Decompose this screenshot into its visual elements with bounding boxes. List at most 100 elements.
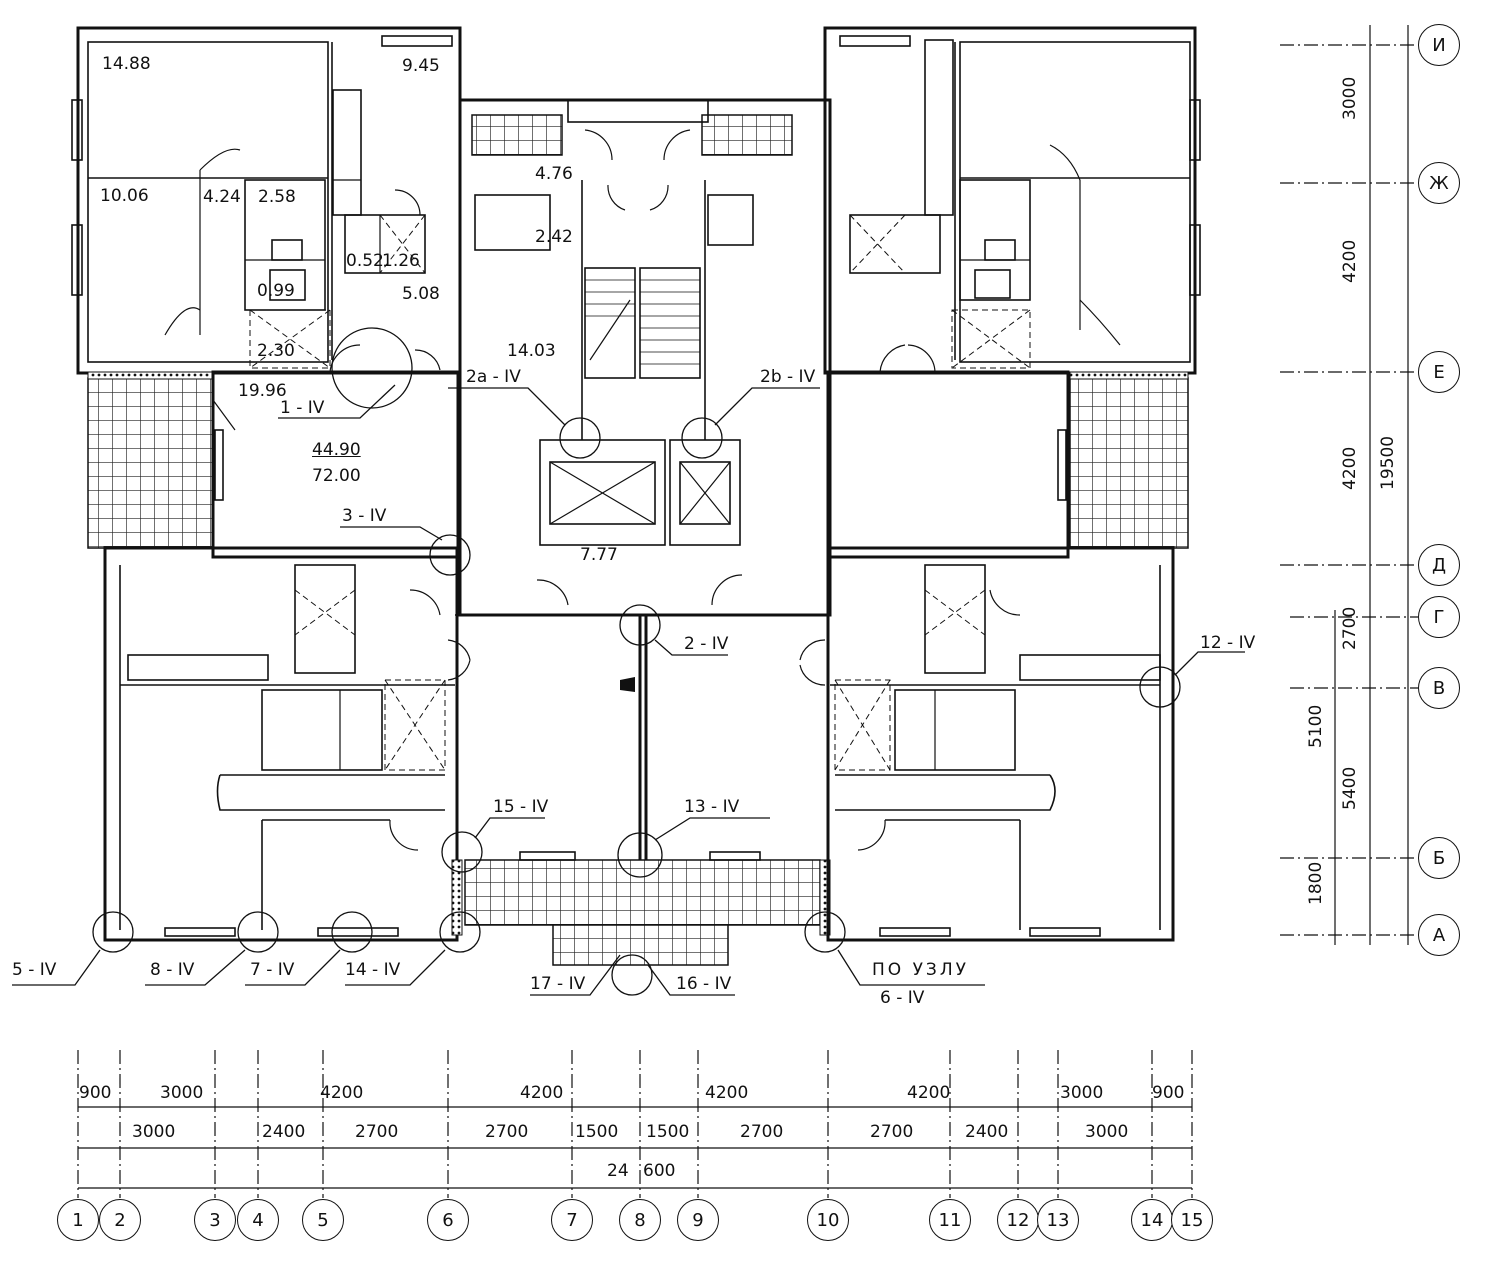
node-14-iv: 14 - IV [345,960,401,980]
right-loggia-rail [1069,371,1189,380]
room-area-4-76: 4.76 [535,164,573,184]
node-6-iv: 6 - IV [880,988,925,1008]
col-dim-mid-2700-c: 2700 [740,1122,784,1142]
column-axis-15: 15 [1171,1199,1213,1241]
node-16-iv: 16 - IV [676,974,732,994]
col-dim-mid-2400-right: 2400 [965,1122,1009,1142]
callout-leaders [12,384,1245,996]
col-dim-mid-1500-left: 1500 [575,1122,619,1142]
node-12-iv: 12 - IV [1200,633,1256,653]
row-axis-1: И [1418,24,1460,66]
column-axis-12: 12 [997,1199,1039,1241]
room-area-1-26: 1.26 [382,251,420,271]
col-dim-mid-2400-left: 2400 [262,1122,306,1142]
room-area-2-30: 2.30 [257,341,295,361]
column-axis-5: 5 [302,1199,344,1241]
room-area-0-99: 0.99 [257,281,295,301]
row-axis-4: Д [1418,544,1460,586]
row-dimension-chain [1280,25,1418,945]
row-axis-7: Б [1418,837,1460,879]
row-axis-8: А [1418,914,1460,956]
column-axis-1: 1 [57,1199,99,1241]
row-dim-3000: 3000 [1340,76,1360,120]
row-dim-4200-upper: 4200 [1340,239,1360,283]
col-dim-top-4200-c: 4200 [705,1083,749,1103]
right-upper-apartment [823,26,1201,375]
column-axis-9: 9 [677,1199,719,1241]
column-axis-11: 11 [929,1199,971,1241]
column-axis-14: 14 [1131,1199,1173,1241]
col-dim-top-4200-a: 4200 [320,1083,364,1103]
col-dim-top-4200-d: 4200 [907,1083,951,1103]
apartment-total-area: 72.00 [312,466,361,486]
left-living-room [211,370,460,559]
right-loggia [1069,377,1189,549]
central-balcony [451,851,831,966]
room-area-2-58: 2.58 [258,187,296,207]
room-area-9-45: 9.45 [402,56,440,76]
node-13-iv: 13 - IV [684,797,740,817]
node-po-uzlu: ПО УЗЛУ [872,960,969,980]
column-dimension-chain [77,1050,1193,1198]
node-2a-iv: 2a - IV [466,367,521,387]
row-axis-2: Ж [1418,162,1460,204]
room-area-0-52: 0.52 [346,251,384,271]
right-lower-apartment [799,546,1175,942]
room-area-2-42: 2.42 [535,227,573,247]
callout-circles [92,327,1181,996]
apartment-living-area: 44.90 [312,440,361,460]
total-width-dim-part1: 24 [607,1161,629,1181]
room-area-19-96: 19.96 [238,381,287,401]
node-15-iv: 15 - IV [493,797,549,817]
row-dim-5100: 5100 [1306,704,1326,748]
left-loggia-rail [87,371,214,380]
node-2-iv: 2 - IV [684,634,729,654]
row-dim-1800: 1800 [1306,861,1326,905]
right-living-room [826,370,1070,559]
node-1-iv: 1 - IV [280,398,325,418]
row-dim-5400: 5400 [1340,766,1360,810]
room-area-14-88: 14.88 [102,54,151,74]
row-dim-2700: 2700 [1340,606,1360,650]
col-dim-top-4200-b: 4200 [520,1083,564,1103]
column-axis-3: 3 [194,1199,236,1241]
central-core [455,98,832,935]
column-axis-7: 7 [551,1199,593,1241]
row-dim-19500-total: 19500 [1378,435,1398,490]
col-dim-top-3000-left: 3000 [160,1083,204,1103]
room-area-14-03: 14.03 [507,341,556,361]
column-axis-8: 8 [619,1199,661,1241]
row-axis-5: Г [1418,596,1460,638]
left-lower-apartment [103,546,471,942]
col-dim-top-900-left: 900 [79,1083,112,1103]
column-axis-6: 6 [427,1199,469,1241]
column-axis-10: 10 [807,1199,849,1241]
node-17-iv: 17 - IV [530,974,586,994]
column-axis-2: 2 [99,1199,141,1241]
row-axis-3: Е [1418,351,1460,393]
room-area-7-77: 7.77 [580,545,618,565]
node-8-iv: 8 - IV [150,960,195,980]
column-axis-13: 13 [1037,1199,1079,1241]
col-dim-mid-1500-right: 1500 [646,1122,690,1142]
col-dim-top-900-right: 900 [1152,1083,1185,1103]
col-dim-mid-2700-a: 2700 [355,1122,399,1142]
row-axis-6: В [1418,667,1460,709]
col-dim-mid-3000-right: 3000 [1085,1122,1129,1142]
col-dim-top-3000-right: 3000 [1060,1083,1104,1103]
node-3-iv: 3 - IV [342,506,387,526]
node-5-iv: 5 - IV [12,960,57,980]
row-dim-4200-lower: 4200 [1340,446,1360,490]
room-area-4-24: 4.24 [203,187,241,207]
column-axis-4: 4 [237,1199,279,1241]
room-area-10-06: 10.06 [100,186,149,206]
room-area-5-08: 5.08 [402,284,440,304]
total-width-dim-part2: 600 [643,1161,676,1181]
node-7-iv: 7 - IV [250,960,295,980]
left-loggia [87,377,214,549]
node-2b-iv: 2b - IV [760,367,816,387]
col-dim-mid-2700-b: 2700 [485,1122,529,1142]
col-dim-mid-2700-d: 2700 [870,1122,914,1142]
col-dim-mid-3000-left: 3000 [132,1122,176,1142]
